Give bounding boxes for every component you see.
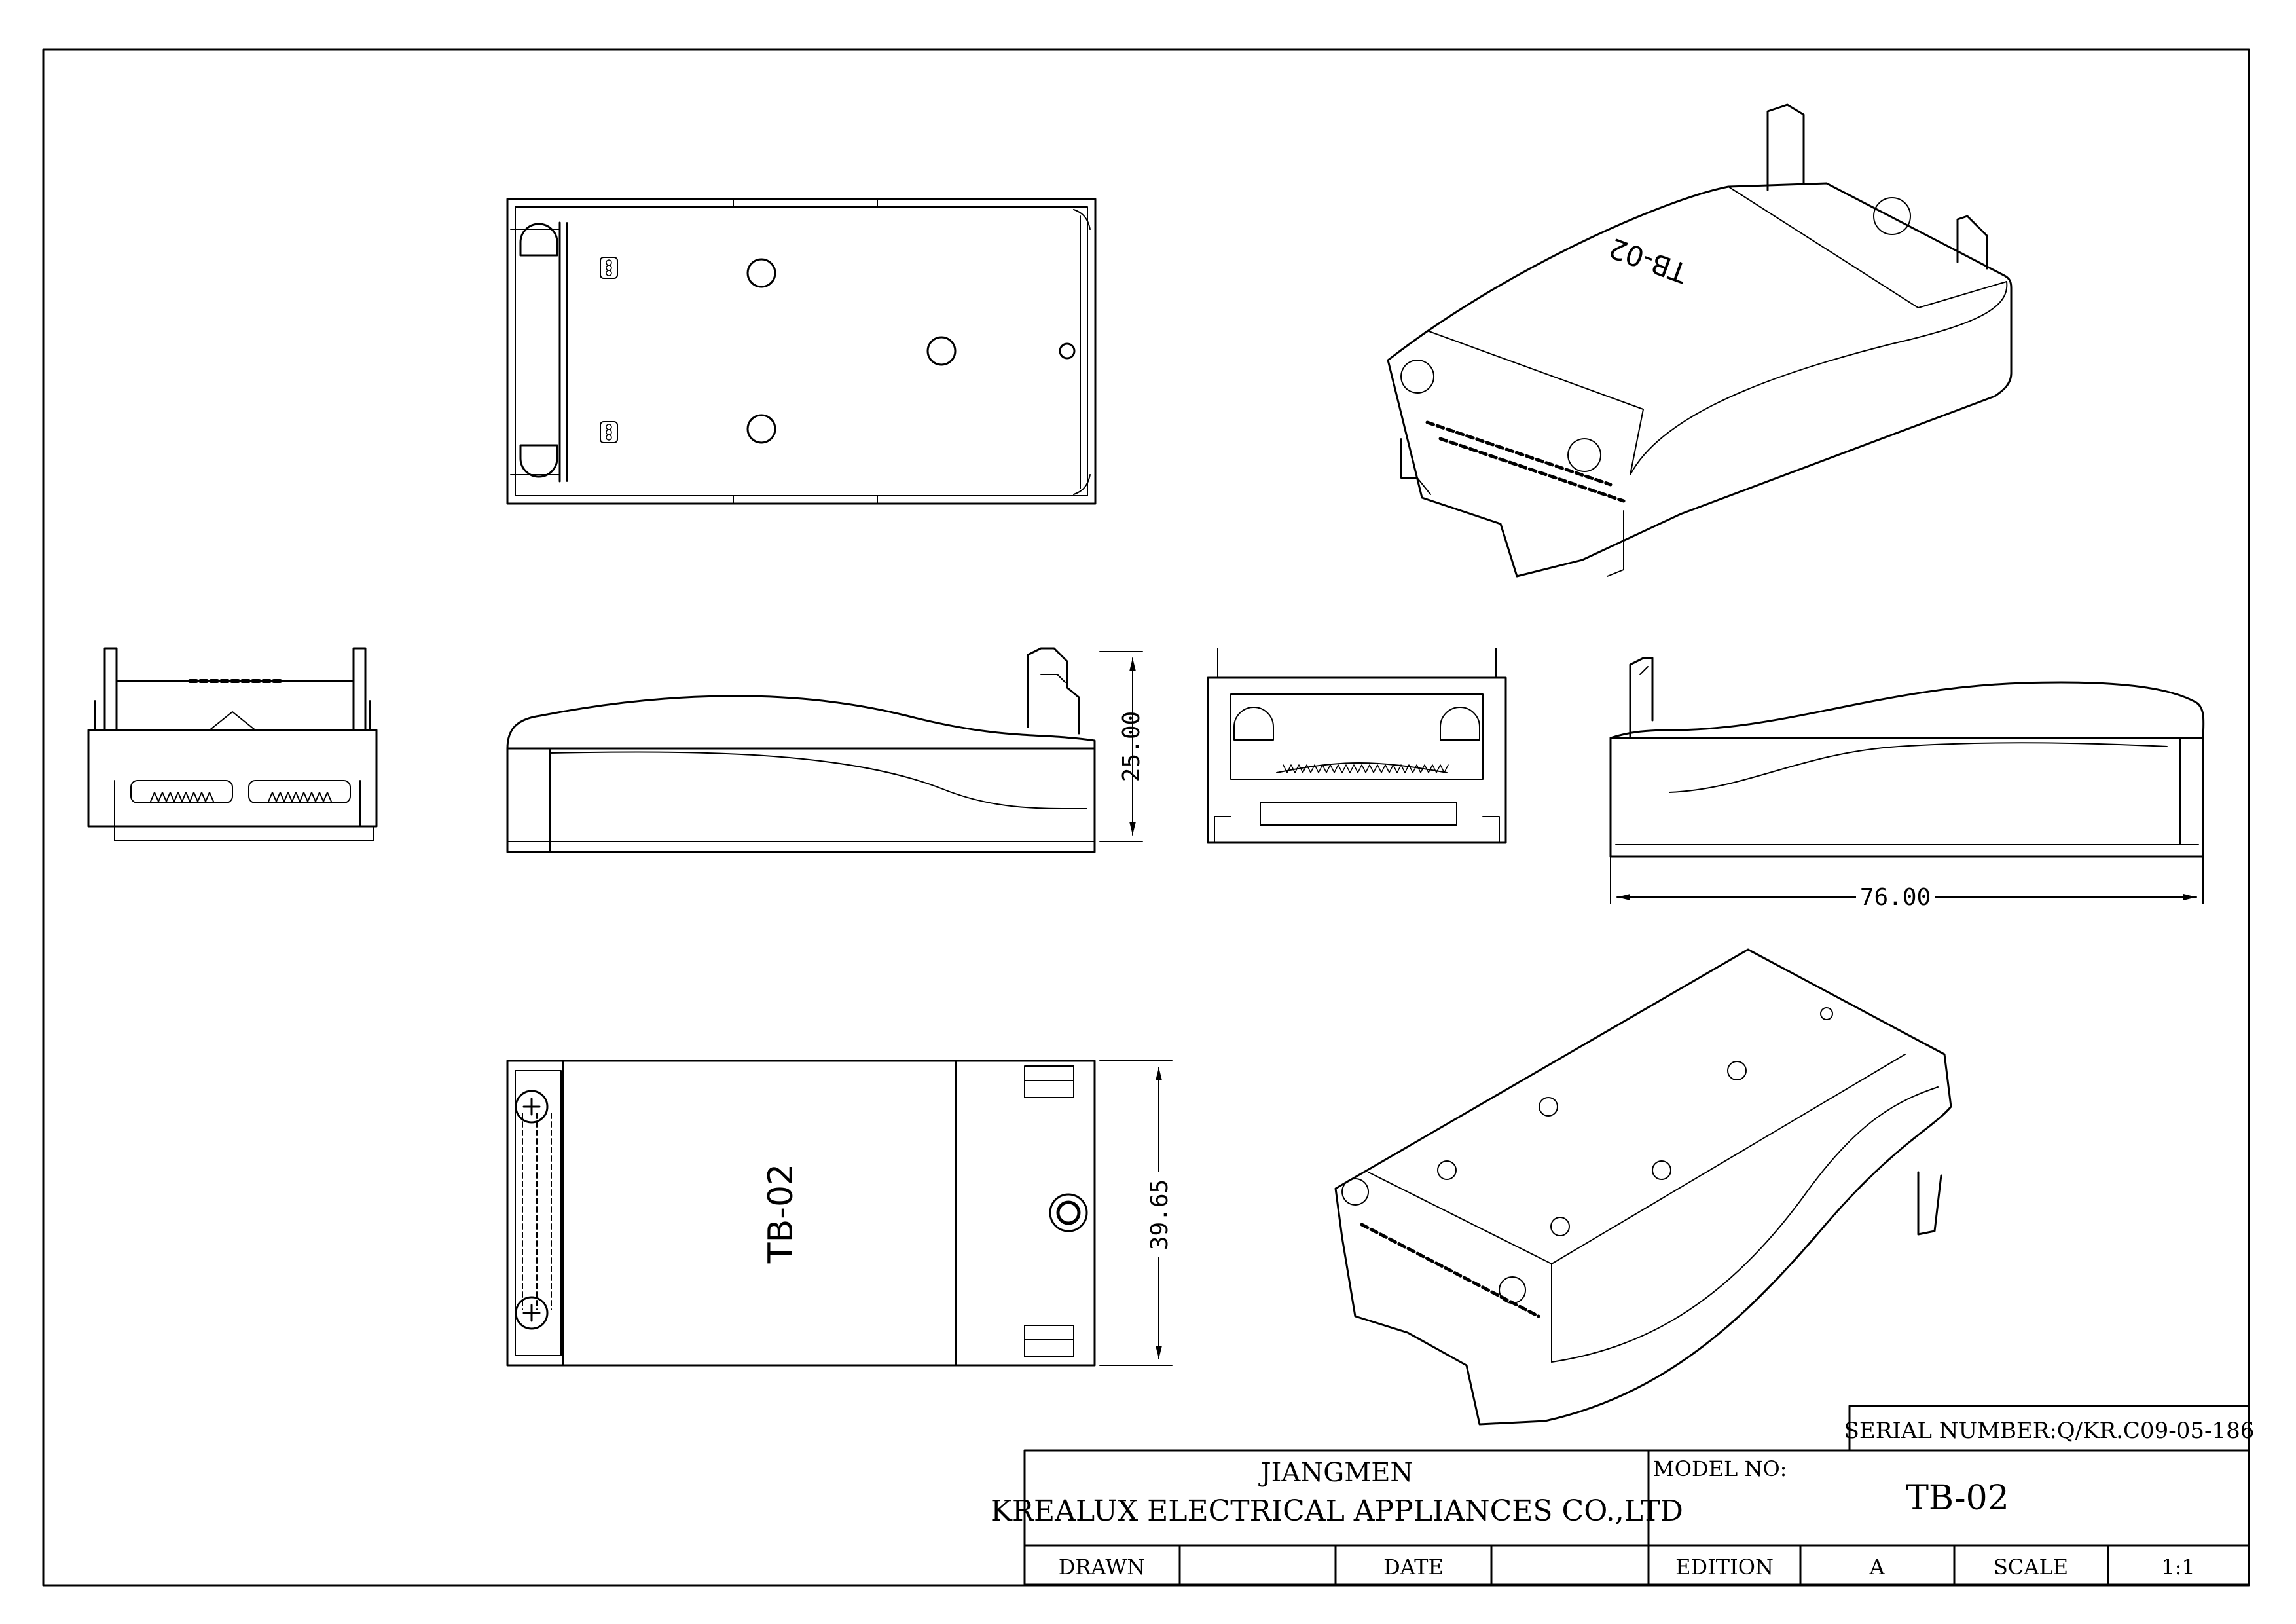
iso-part-marking: TB-02 (1605, 232, 1692, 289)
dimension-width-label: 39.65 (1146, 1179, 1173, 1250)
edition-label: EDITION (1675, 1555, 1774, 1579)
dimension-length-label: 76.00 (1860, 884, 1931, 911)
scale-value: 1:1 (2161, 1555, 2195, 1579)
drawn-label: DRAWN (1059, 1555, 1145, 1579)
top-view (506, 198, 1097, 505)
part-marking: TB-02 (761, 1164, 801, 1264)
edition-value: A (1868, 1555, 1885, 1579)
rear-side-view (1609, 657, 2205, 858)
side-view (506, 647, 1096, 853)
left-end-view (87, 647, 378, 841)
dimension-height-label: 25.00 (1118, 711, 1145, 782)
model-label: MODEL NO: (1653, 1456, 1787, 1481)
scale-label: SCALE (1994, 1555, 2068, 1579)
model-value: TB-02 (1906, 1479, 2009, 1518)
title-block (1023, 1405, 2250, 1586)
company-city: JIANGMEN (1258, 1458, 1413, 1488)
sheet-border (42, 48, 2250, 1587)
date-label: DATE (1383, 1555, 1444, 1579)
bottom-view (506, 1060, 1096, 1367)
isometric-top-view: TB-02 (1387, 103, 2013, 578)
company-name: KREALUX ELECTRICAL APPLIANCES CO.,LTD (991, 1494, 1683, 1528)
serial-number: SERIAL NUMBER:Q/KR.C09-05-186 (1844, 1418, 2255, 1444)
dimension-height (1099, 651, 1143, 842)
isometric-bottom-view (1334, 948, 1952, 1426)
right-end-view (1207, 648, 1507, 844)
